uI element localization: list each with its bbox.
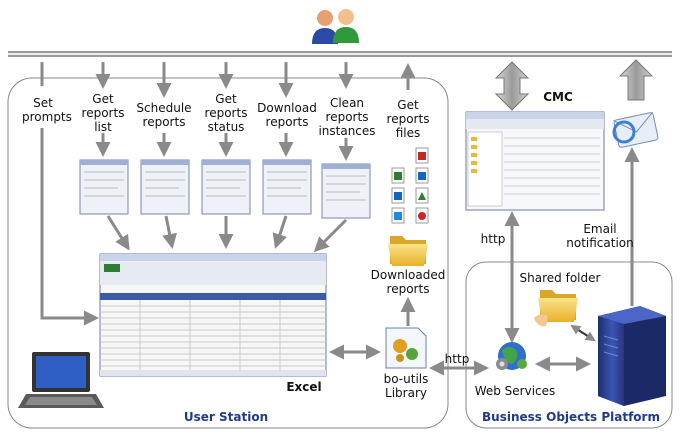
step-get-reports-list: Get reports list [81, 92, 125, 134]
bo-utils-library-label: bo-utils Library [383, 372, 429, 400]
downloaded-reports-label: Downloaded reports [370, 268, 446, 296]
excel-window [99, 253, 327, 377]
step-get-reports-status: Get reports status [204, 92, 248, 134]
step-get-reports-files: Get reports files [386, 98, 430, 140]
dialog-screen-download [262, 159, 312, 215]
cmc-window [465, 111, 605, 211]
http-webservices-label: http [444, 352, 470, 366]
excel-label: Excel [286, 380, 322, 394]
dialog-screen-schedule [140, 159, 190, 215]
step-download-reports: Download reports [257, 101, 317, 129]
step-clean-reports-instances: Clean reports instances [318, 96, 376, 138]
report-file-icons [391, 147, 429, 224]
cmc-label: CMC [543, 90, 573, 104]
cmc-double-arrow [494, 61, 530, 111]
laptop-icon [18, 352, 104, 408]
bo-utils-library-icon [385, 327, 427, 369]
web-services-icon [496, 342, 527, 370]
shared-folder-label: Shared folder [519, 271, 601, 285]
email-up-arrow [618, 59, 654, 101]
dialog-screens [79, 159, 371, 219]
screens-to-excel-arrows [106, 215, 348, 253]
dialog-screen-get-list [79, 159, 129, 215]
dialog-screen-clean [321, 163, 371, 219]
label-to-screen-arrows [95, 133, 354, 161]
bo-platform-title: Business Objects Platform [482, 410, 660, 424]
dialog-screen-status [201, 159, 251, 215]
downloaded-reports-folder-icon [388, 236, 428, 266]
top-bus [8, 51, 672, 57]
step-set-prompts: Set prompts [22, 96, 72, 124]
bo-platform-box [465, 261, 673, 429]
step-lines [40, 62, 416, 98]
web-services-label: Web Services [474, 384, 556, 398]
email-icon [612, 111, 659, 148]
step-schedule-reports: Schedule reports [136, 101, 192, 129]
user-station-title: User Station [183, 410, 269, 424]
folder-server-arrow [570, 324, 596, 342]
set-prompts-line [40, 128, 99, 326]
server-icon [598, 306, 666, 406]
email-notification-label: Email notification [566, 222, 634, 250]
users-icon [312, 9, 359, 44]
http-cmc-label: http [480, 232, 506, 246]
shared-folder-icon [534, 290, 578, 327]
